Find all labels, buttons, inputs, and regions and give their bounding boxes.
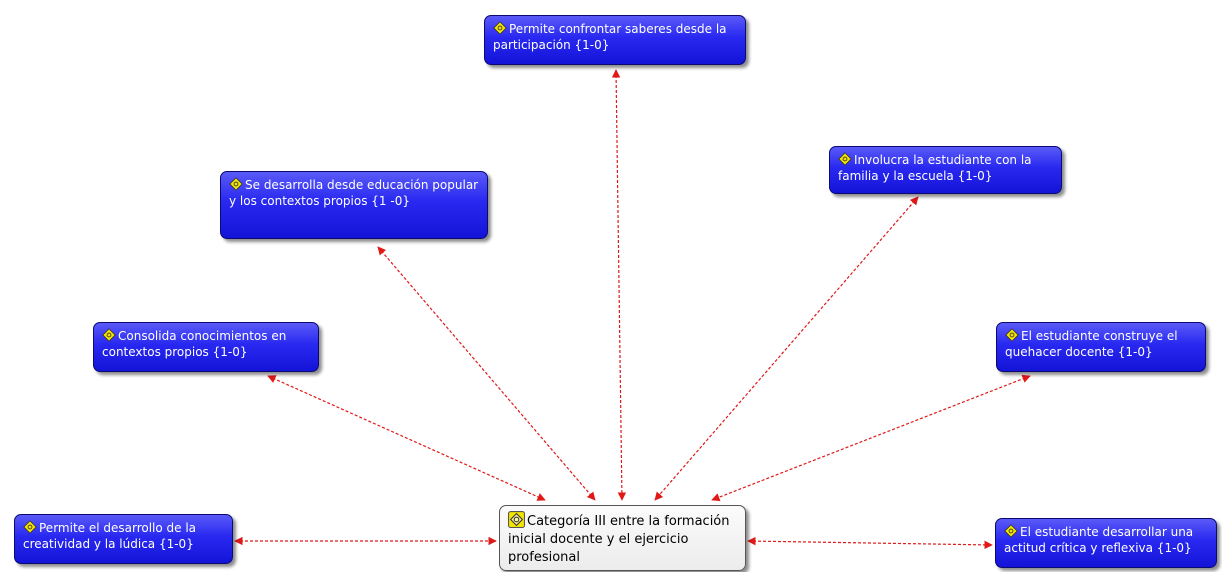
code-diamond-icon <box>1005 328 1019 342</box>
code-diamond-icon <box>493 21 507 35</box>
code-node-quehacer-docente[interactable]: El estudiante construye el quehacer doce… <box>996 322 1206 372</box>
link-n1 <box>611 69 627 501</box>
code-node-confrontar-saberes[interactable]: Permite confrontar saberes desde la part… <box>484 15 746 65</box>
code-diamond-icon <box>1004 524 1018 538</box>
node-label: Permite confrontar saberes desde la part… <box>493 22 727 52</box>
code-diamond-icon <box>23 520 37 534</box>
link-n2 <box>654 196 919 501</box>
node-label: Permite el desarrollo de la creatividad … <box>23 521 197 551</box>
node-label: Involucra la estudiante con la familia y… <box>838 153 1032 183</box>
code-node-involucra-estudiante[interactable]: Involucra la estudiante con la familia y… <box>829 146 1062 194</box>
code-diamond-icon <box>838 152 852 166</box>
node-label: Se desarrolla desde educación popular y … <box>229 178 479 208</box>
link-n4 <box>267 375 546 501</box>
code-node-creatividad-ludica[interactable]: Permite el desarrollo de la creatividad … <box>14 514 233 564</box>
central-node-label: Categoría III entre la formación inicial… <box>508 514 730 565</box>
link-n5 <box>711 374 1031 502</box>
node-label: El estudiante desarrollar una actitud cr… <box>1004 525 1194 555</box>
node-label: Consolida conocimientos en contextos pro… <box>102 329 287 359</box>
code-node-actitud-critica[interactable]: El estudiante desarrollar una actitud cr… <box>995 518 1217 568</box>
category-central-node[interactable]: Categoría III entre la formación inicial… <box>499 505 746 571</box>
link-n7 <box>747 536 993 550</box>
code-node-educacion-popular[interactable]: Se desarrolla desde educación popular y … <box>220 171 488 239</box>
code-diamond-icon <box>508 511 525 528</box>
code-diamond-icon <box>102 328 116 342</box>
code-node-consolida-conocimientos[interactable]: Consolida conocimientos en contextos pro… <box>93 322 319 372</box>
node-label: El estudiante construye el quehacer doce… <box>1005 329 1178 359</box>
link-n3 <box>377 246 596 501</box>
code-diamond-icon <box>229 177 243 191</box>
